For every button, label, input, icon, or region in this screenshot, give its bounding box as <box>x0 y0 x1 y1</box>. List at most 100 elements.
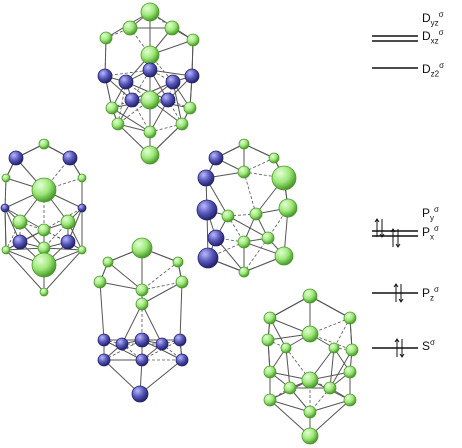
bond-dashed <box>141 281 183 291</box>
cluster-top-center <box>97 2 200 165</box>
atom-green <box>102 256 114 268</box>
atom-green <box>99 31 113 45</box>
bond-line <box>329 349 353 389</box>
cluster-bottom-right <box>261 288 359 445</box>
atom-blue <box>142 62 158 78</box>
atom-blue <box>97 333 111 347</box>
bond-line <box>99 281 105 341</box>
bond-line <box>309 295 351 319</box>
cluster-middle <box>93 237 189 403</box>
electron-pair-pz <box>393 283 404 303</box>
atom-green <box>135 297 149 311</box>
atom-blue <box>124 92 140 108</box>
atom-blue <box>197 247 219 269</box>
atom-green <box>328 342 340 354</box>
atom-green <box>77 245 87 255</box>
bond-line <box>141 303 163 345</box>
atom-green <box>268 152 280 164</box>
atom-blue <box>118 74 134 90</box>
atom-green <box>39 287 49 297</box>
bond-line <box>5 249 45 293</box>
bond-line <box>43 249 83 293</box>
atom-blue <box>197 169 215 187</box>
electron-pair-px <box>390 228 401 248</box>
atom-blue <box>208 150 224 166</box>
atom-green <box>183 101 197 115</box>
atom-blue <box>135 353 149 367</box>
atom-blue <box>131 385 149 403</box>
bond-line <box>309 399 351 413</box>
atom-blue <box>12 234 28 250</box>
atom-blue <box>175 353 189 367</box>
atom-green <box>140 145 160 165</box>
atom-green <box>111 117 125 131</box>
bond-line <box>269 295 311 319</box>
bond-dashed <box>243 171 285 179</box>
atom-green <box>343 365 357 379</box>
bond-dashed <box>104 69 151 77</box>
electron-pair-py <box>374 218 385 238</box>
atom-green <box>38 138 50 150</box>
atom-green <box>164 20 180 36</box>
atom-green <box>37 241 51 255</box>
atom-green <box>238 266 250 278</box>
bond-line <box>285 347 291 389</box>
atom-blue <box>134 332 150 348</box>
atom-blue <box>173 333 187 347</box>
bond-line <box>125 81 169 101</box>
atom-green <box>105 101 119 115</box>
atom-green <box>1 245 11 255</box>
bond-dashed <box>243 237 269 273</box>
atom-green <box>271 165 297 191</box>
atom-green <box>31 177 57 203</box>
atom-green <box>131 237 153 259</box>
atom-blue <box>196 199 218 221</box>
cluster-right <box>196 138 298 278</box>
bond-line <box>179 281 183 341</box>
atom-blue <box>97 353 111 367</box>
atom-green <box>93 275 107 289</box>
atom-green <box>175 275 189 289</box>
label-py: Pyσ <box>422 205 439 223</box>
atom-green <box>37 223 51 237</box>
atom-green <box>140 45 160 65</box>
atom-green <box>249 207 263 221</box>
bond-line <box>141 281 183 305</box>
bond-line <box>227 215 269 239</box>
atom-green <box>345 343 359 357</box>
electron-pair-s <box>394 338 405 358</box>
bond-dashed <box>269 387 291 401</box>
atom-blue <box>160 92 176 108</box>
cluster-left <box>0 138 87 297</box>
atom-green <box>60 214 76 230</box>
atom-blue <box>60 234 76 250</box>
atom-green <box>280 342 292 354</box>
atom-blue <box>62 150 78 166</box>
bond-dashed <box>167 99 191 109</box>
bond-line <box>4 207 7 251</box>
atom-green <box>221 209 235 223</box>
atom-green <box>323 381 337 395</box>
atom-green <box>77 173 87 183</box>
label-dz2: Dz2σ <box>422 61 445 79</box>
atom-blue <box>97 68 113 84</box>
bond-line <box>329 347 335 389</box>
atom-green <box>301 427 319 445</box>
atom-green <box>186 33 200 47</box>
label-pz: Pzσ <box>422 285 439 303</box>
bond-line <box>139 359 183 395</box>
bond-dashed <box>4 177 7 209</box>
atom-blue <box>8 150 24 166</box>
label-dyz: Dyzσ <box>422 10 444 28</box>
atom-green <box>1 173 11 183</box>
atom-green <box>303 405 317 419</box>
bond-line <box>309 399 351 437</box>
atom-green <box>301 371 319 389</box>
atom-green <box>263 311 277 325</box>
bond-line <box>99 281 143 291</box>
atom-green <box>283 381 297 395</box>
atom-blue <box>0 203 10 213</box>
atom-green <box>343 393 357 407</box>
atom-green <box>175 117 189 131</box>
atom-green <box>31 252 57 278</box>
